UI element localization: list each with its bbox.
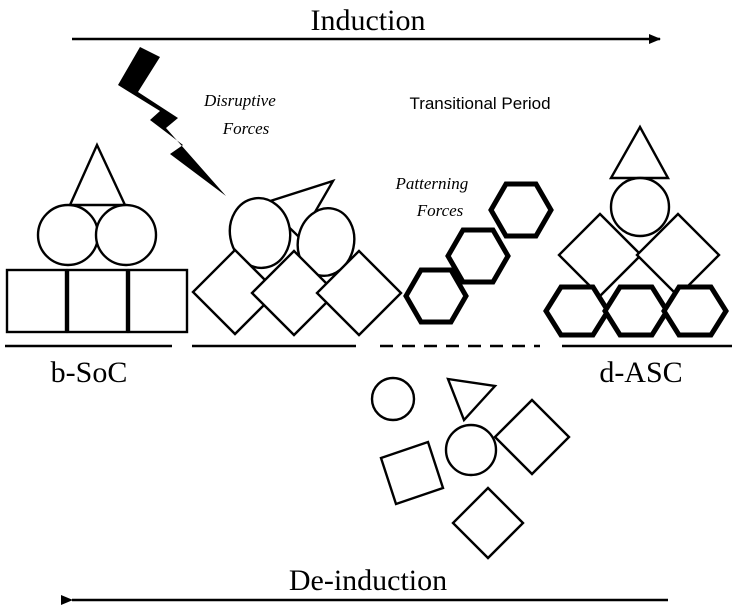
scattered-shapes [370,376,571,560]
square-icon [127,268,189,334]
diamond-icon [250,249,338,337]
disrupted-stack [191,178,403,337]
square-icon [66,268,129,334]
hexagon-icon [661,284,729,338]
triangle-icon [68,142,127,207]
circle-icon [228,196,292,270]
hexagon-icon [403,267,469,325]
square-icon [5,268,68,334]
hexagon-icon [488,181,554,239]
hexagon-icon [543,284,611,338]
de-induction-title: De-induction [289,564,447,597]
hexagon-icon [445,227,511,285]
diamond-icon [493,398,571,476]
d-asc-stack [543,124,729,338]
b-soc-stack [5,142,189,334]
disruptive-forces-label: Disruptive Forces [203,91,280,138]
circle-icon [609,176,671,238]
triangle-icon [608,124,671,180]
lightning-bolt-icon [118,47,226,196]
diamond-icon [315,249,403,337]
circle-icon [370,376,416,422]
square-icon [379,440,445,506]
diamond-icon [451,486,525,560]
hexagon-chain [403,181,554,325]
d-asc-label: d-ASC [599,356,682,389]
transitional-period-label: Transitional Period [409,94,550,113]
circle-icon [444,423,498,477]
circle-icon [94,203,158,267]
b-soc-label: b-SoC [51,356,128,389]
hexagon-icon [602,284,670,338]
diamond-icon [191,248,279,336]
triangle-icon [446,377,498,423]
circle-icon [36,203,100,267]
induction-title: Induction [311,4,426,37]
patterning-forces-label: Patterning Forces [395,174,473,220]
